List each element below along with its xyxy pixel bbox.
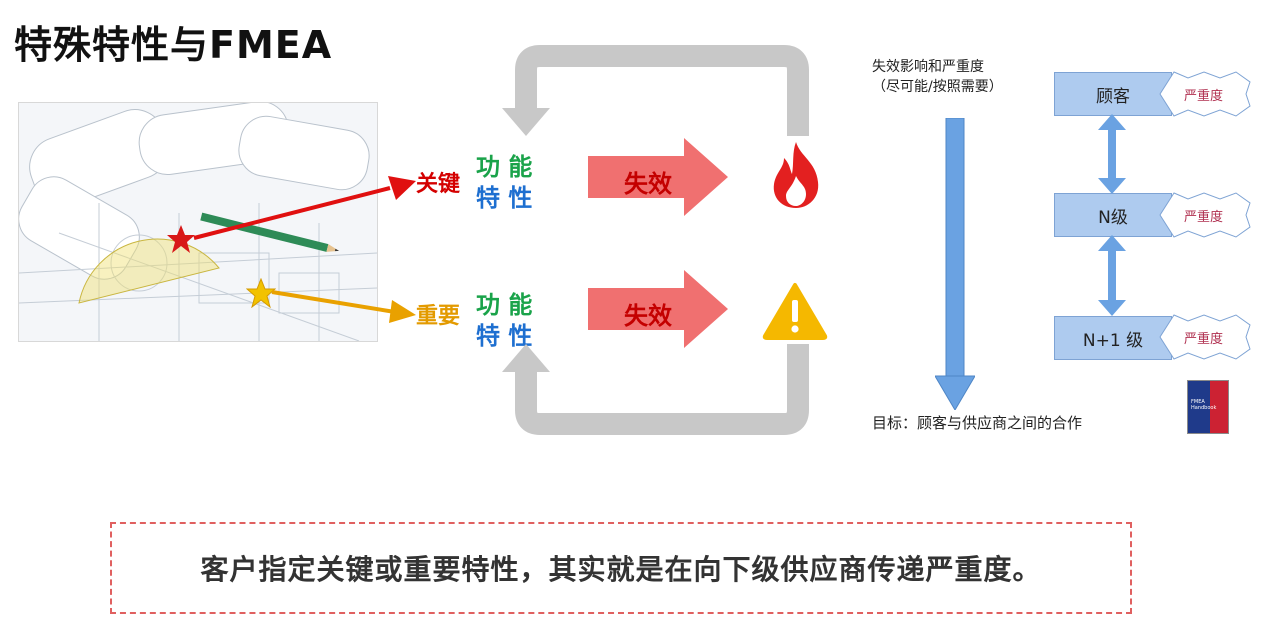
n-level-box: N级 (1054, 193, 1172, 237)
effects-header-line2: （尽可能/按照需要） (872, 79, 1003, 95)
key-pointer-arrow (193, 176, 416, 240)
failure-label-1: 失效 (624, 170, 672, 198)
important-pointer-arrow (271, 290, 416, 323)
red-star-icon (167, 225, 195, 253)
severity-label: 严重度 (1184, 210, 1224, 225)
double-arrow-1 (1098, 114, 1126, 194)
characteristic-text-2: 特 性 (476, 322, 533, 350)
flame-icon (773, 142, 819, 208)
severity-badge-n-plus-1: 严重度 (1158, 313, 1254, 361)
long-down-arrow (935, 118, 975, 410)
customer-box: 顾客 (1054, 72, 1172, 116)
severity-badge-customer: 严重度 (1158, 70, 1254, 118)
failure-arrow-1 (588, 138, 728, 216)
customer-label: 顾客 (1096, 86, 1130, 107)
failure-arrow-2 (588, 270, 728, 348)
n-plus-1-level-box: N+1 级 (1054, 316, 1172, 360)
fmea-handbook-cover: FMEA Handbook (1187, 380, 1229, 434)
severity-badge-n: 严重度 (1158, 191, 1254, 239)
loop-arrows (502, 45, 809, 435)
key-label: 关键 (416, 172, 461, 197)
double-arrow-2 (1098, 235, 1126, 316)
handbook-title: FMEA Handbook (1191, 399, 1217, 411)
blueprint-image (18, 102, 378, 342)
yellow-star-icon (246, 278, 276, 308)
function-text-2: 功 能 (476, 291, 533, 319)
n-level-label: N级 (1098, 207, 1128, 228)
function-text-1: 功 能 (476, 153, 533, 181)
severity-label: 严重度 (1184, 89, 1224, 104)
warning-icon (762, 283, 828, 340)
summary-box: 客户指定关键或重要特性，其实就是在向下级供应商传递严重度。 (110, 522, 1132, 614)
failure-label-2: 失效 (624, 302, 672, 330)
effects-header-line1: 失效影响和严重度 (872, 59, 984, 75)
n-plus-1-level-label: N+1 级 (1082, 330, 1144, 351)
page-title: 特殊特性与FMEA (14, 23, 333, 67)
important-label: 重要 (416, 304, 461, 329)
severity-label: 严重度 (1184, 332, 1224, 347)
summary-text: 客户指定关键或重要特性，其实就是在向下级供应商传递严重度。 (200, 553, 1042, 586)
characteristic-text-1: 特 性 (476, 184, 533, 212)
goal-text: 目标：顾客与供应商之间的合作 (872, 414, 1083, 432)
